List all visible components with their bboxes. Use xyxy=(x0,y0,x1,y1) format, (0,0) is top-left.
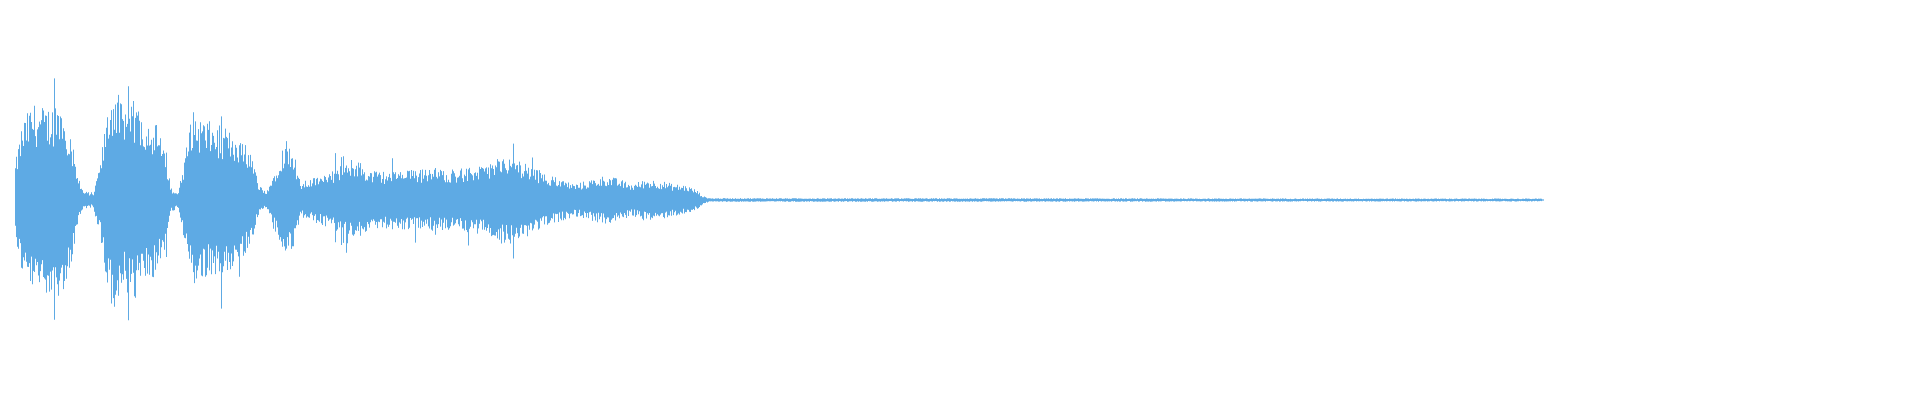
waveform-path xyxy=(15,78,1544,321)
waveform-samples xyxy=(15,78,1544,321)
